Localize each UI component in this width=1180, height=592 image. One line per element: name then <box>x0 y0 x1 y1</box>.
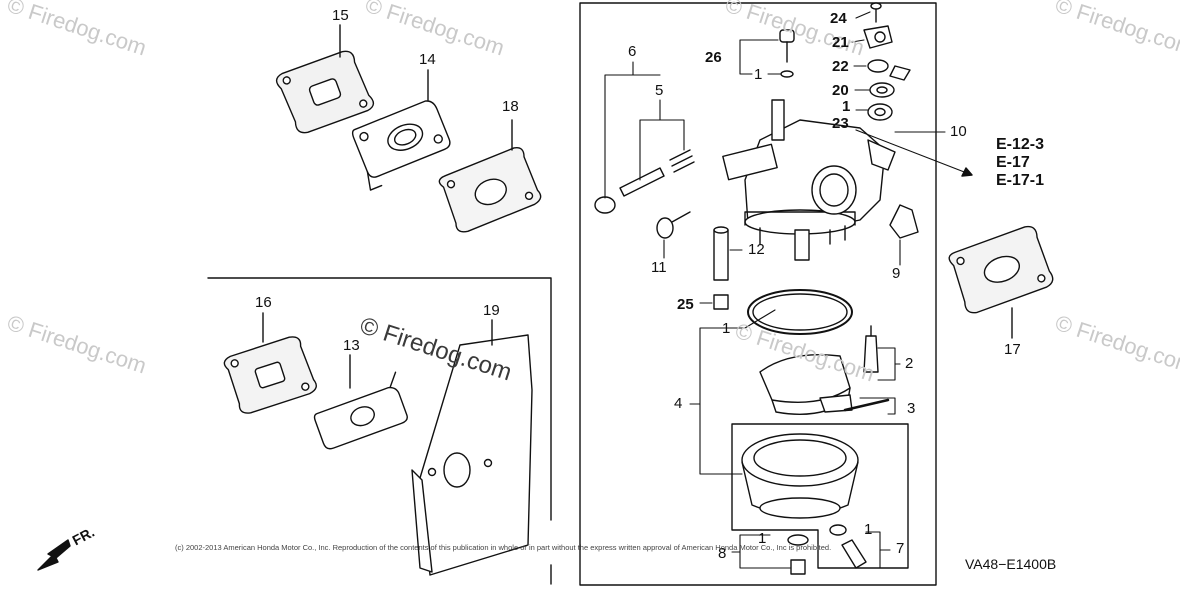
label-21: 21 <box>832 34 849 51</box>
label-22: 22 <box>832 58 849 75</box>
label-1-gasket: 1 <box>722 320 731 337</box>
label-16: 16 <box>255 294 272 311</box>
float <box>759 354 853 415</box>
label-19: 19 <box>483 302 500 319</box>
label-5: 5 <box>655 82 664 99</box>
label-20: 20 <box>832 82 849 99</box>
label-26: 26 <box>705 49 722 66</box>
label-4: 4 <box>674 395 683 412</box>
label-11: 11 <box>651 259 667 276</box>
label-6: 6 <box>628 43 637 60</box>
label-2: 2 <box>905 355 914 372</box>
label-10: 10 <box>950 123 967 140</box>
reference-list: E-12-3 E-17 E-17-1 <box>996 136 1044 190</box>
gasket-18 <box>438 146 542 233</box>
label-25: 25 <box>677 296 694 313</box>
screw-26 <box>779 29 795 78</box>
label-1-20: 1 <box>842 98 851 115</box>
label-1-drain: 1 <box>758 530 767 547</box>
reference-e-12-3[interactable]: E-12-3 <box>996 136 1045 153</box>
pilot-screw-6-5 <box>594 149 695 214</box>
label-3: 3 <box>907 400 916 417</box>
label-7: 7 <box>896 540 905 557</box>
drain-screw-8 <box>787 534 809 575</box>
float-chamber-box <box>731 423 909 569</box>
label-18: 18 <box>502 98 519 115</box>
label-1-26: 1 <box>754 66 763 83</box>
label-1-bolt: 1 <box>864 521 873 538</box>
gasket-16 <box>223 336 317 414</box>
leader-lines <box>604 11 973 569</box>
gasket-17 <box>948 225 1054 314</box>
label-12: 12 <box>748 241 765 258</box>
shield-19 <box>411 334 533 576</box>
reference-arrow <box>961 167 973 177</box>
reference-e-17-1[interactable]: E-17-1 <box>996 172 1045 189</box>
throttle-screw-11 <box>656 211 691 239</box>
label-13: 13 <box>343 337 360 354</box>
label-14: 14 <box>419 51 436 68</box>
label-8: 8 <box>718 545 727 562</box>
plate-13 <box>313 371 408 450</box>
diagram-code: VA48−E1400B <box>965 556 1057 572</box>
carburetor-body-10 <box>722 99 896 261</box>
left-insert-frame <box>207 277 552 585</box>
float-bowl-gasket-1 <box>747 289 853 335</box>
float-pin-3 <box>843 398 890 412</box>
label-17: 17 <box>1004 341 1021 358</box>
label-24: 24 <box>830 10 847 27</box>
float-chamber <box>741 433 859 519</box>
carburetor-frame <box>579 2 937 586</box>
gasket-15 <box>275 50 375 134</box>
label-9: 9 <box>892 265 901 282</box>
insulator-14 <box>351 100 451 191</box>
label-15: 15 <box>332 7 349 24</box>
bolt-7 <box>829 524 867 569</box>
clip-9 <box>889 204 919 239</box>
reference-e-17[interactable]: E-17 <box>996 154 1030 171</box>
jet-25 <box>713 294 729 310</box>
copyright-notice: (c) 2002-2013 American Honda Motor Co., … <box>175 543 832 552</box>
float-valve-2 <box>863 325 879 373</box>
top-stack-parts <box>863 2 911 121</box>
main-jet-12 <box>713 226 729 281</box>
label-23: 23 <box>832 115 849 132</box>
front-arrow-icon <box>37 539 71 571</box>
